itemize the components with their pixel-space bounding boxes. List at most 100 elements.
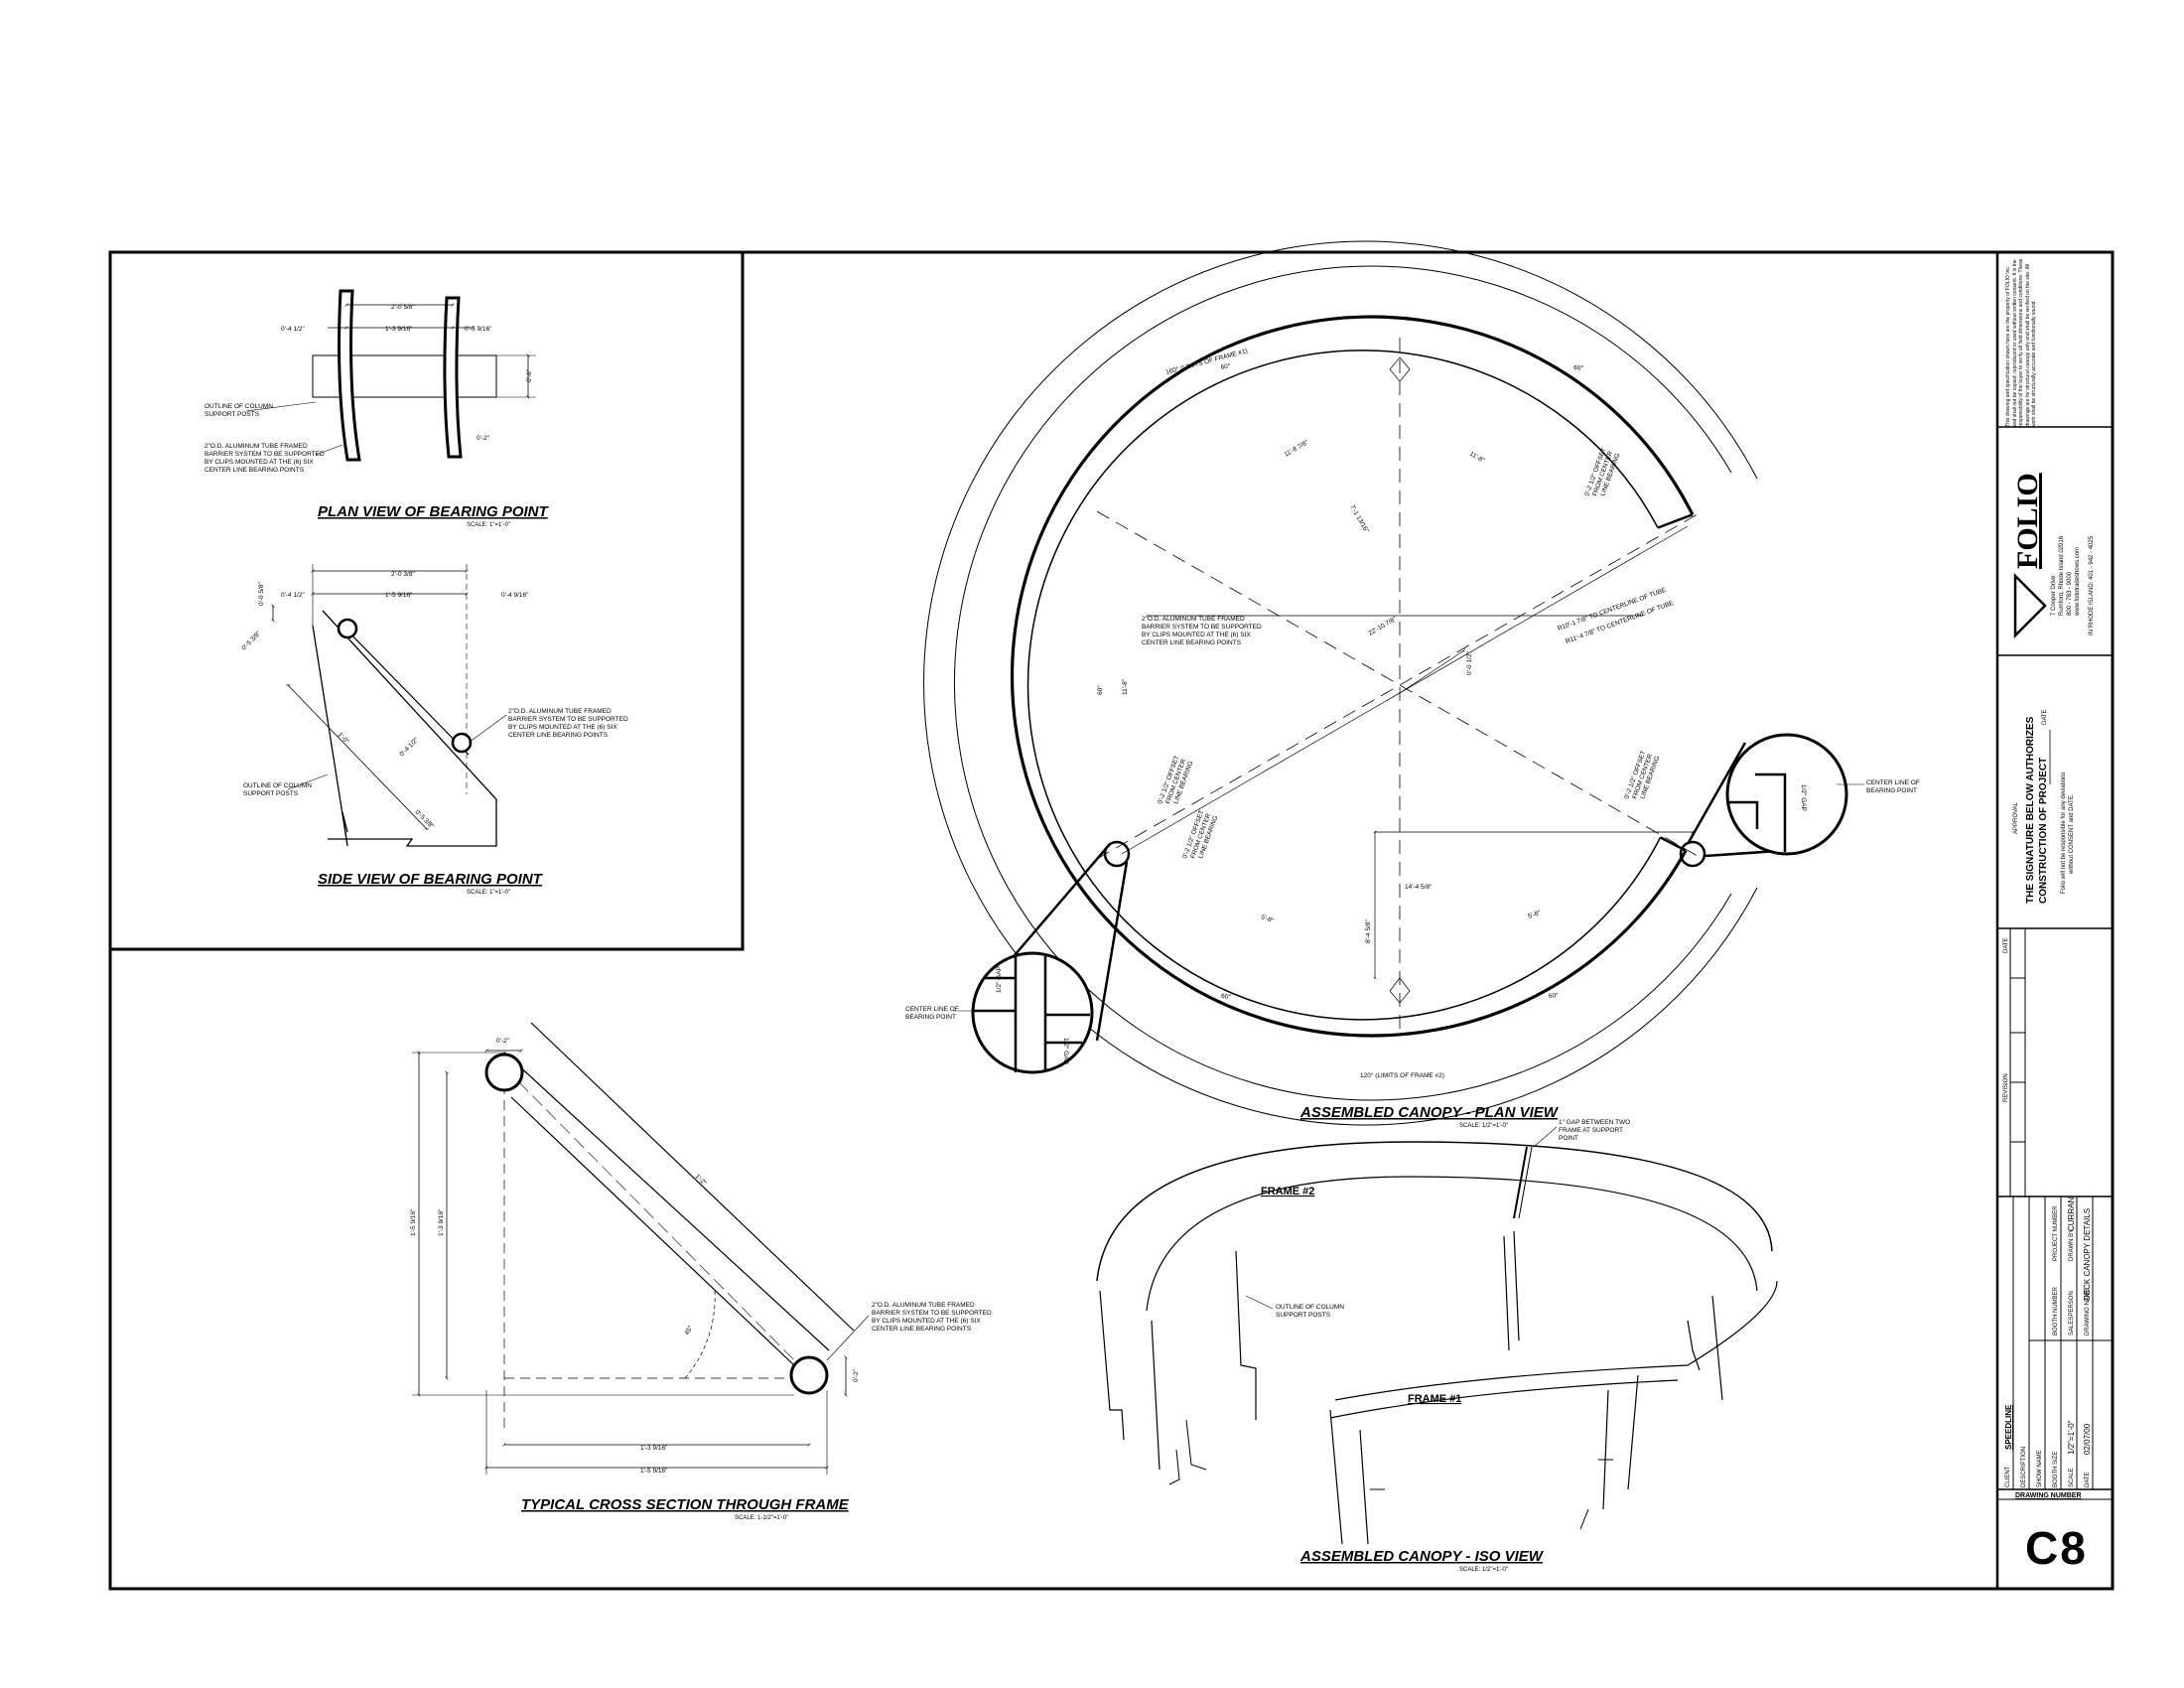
side-dim-left: 0'-4 1/2"	[281, 592, 305, 599]
title-block: This drawing and specification shown her…	[1997, 258, 2113, 1574]
cross-note-tube-l2: BARRIER SYSTEM TO BE SUPPORTED	[872, 1310, 992, 1317]
disclaimer-text: This drawing and specification shown her…	[2005, 258, 2038, 427]
address-line-4: www.foliotradeshows.com	[2075, 547, 2081, 617]
cross-tube-band	[503, 1022, 855, 1366]
plan-dim-1: 11'-8 7/8"	[1284, 439, 1310, 459]
iso-frame2-outer	[1096, 1141, 1773, 1282]
cross-dim-inner-w: 1'-3 9/16"	[640, 1445, 668, 1452]
side-note-tube-l4: CENTER LINE BEARING POINTS	[508, 732, 609, 739]
plan-dim-side: 11'-8"	[1122, 678, 1129, 695]
booth-number-label: BOOTH NUMBER	[2053, 1286, 2059, 1336]
side-note-posts-l2: SUPPORT POSTS	[243, 790, 299, 797]
detail-box-border	[108, 250, 745, 951]
gap-right: 1/2" GAP	[1800, 784, 1807, 811]
cross-tube-top	[484, 1053, 524, 1092]
plan-tube-note-l1: 2"O.D. ALUMINUM TUBE FRAMED	[1142, 616, 1245, 623]
rev-date-label: DATE	[2003, 937, 2009, 953]
assembled-plan-view: 160° (LIMITS OF FRAME #1) 120° (LIMITS O…	[905, 240, 1920, 1129]
assembled-iso-view: 1" GAP BETWEEN TWO FRAME AT SUPPORT POIN…	[1096, 1119, 1778, 1573]
side-note-tube-l1: 2"O.D. ALUMINUM TUBE FRAMED	[508, 708, 612, 715]
plan-angle-60-l: 60°	[1096, 685, 1104, 695]
note-column-posts-l2: SUPPORT POSTS	[205, 411, 260, 418]
side-bearing-scale: SCALE: 1"=1'-0"	[467, 890, 510, 896]
side-dim-center2: 0'-4 1/2"	[398, 736, 420, 758]
gap-left-1: 1/2" GAP	[996, 966, 1003, 993]
approval-label: APPROVAL	[2013, 801, 2019, 834]
iso-frame1-label: FRAME #1	[1408, 1393, 1461, 1405]
cross-dim-inner-h: 1'-3 9/16"	[438, 1208, 445, 1236]
booth-size-label: BOOTH SIZE	[2053, 1452, 2059, 1487]
drawing-number: C8	[2025, 1522, 2088, 1574]
plan-angle-60-br: 60°	[1548, 991, 1559, 1000]
authorize-date-label: DATE	[2042, 709, 2048, 725]
tube-left	[338, 289, 361, 462]
iso-frame2-label: FRAME #2	[1261, 1186, 1314, 1197]
plan-bearing-scale: SCALE: 1"=1'-0"	[467, 522, 510, 528]
drawn-by-value: CURRAN	[2067, 1197, 2076, 1231]
plan-dim-diameter: 22'-10 7/8"	[1368, 616, 1399, 637]
plan-dim-width: 14'-4 5/8"	[1405, 884, 1433, 891]
address-line-3: 800 - 783 - 9000	[2067, 571, 2073, 616]
iso-frame1-front-2	[1329, 1379, 1679, 1419]
scale-value: 1/2"=1'-0"	[2067, 1420, 2076, 1455]
iso-posts-note-l2: SUPPORT POSTS	[1276, 1312, 1331, 1319]
plan-angle-60-tr: 60°	[1573, 363, 1584, 372]
outer-limit-arc-2	[954, 265, 1732, 1101]
plan-tube-note-l3: BY CLIPS MOUNTED AT THE (6) SIX	[1142, 632, 1251, 638]
cross-note-tube-l1: 2"O.D. ALUMINUM TUBE FRAMED	[872, 1302, 975, 1309]
dim-left: 0'-4 1/2"	[281, 326, 305, 333]
plan-dim-2: 11'-8"	[1468, 451, 1486, 465]
tube-right	[443, 296, 463, 459]
plan-angle-60-bl: 60°	[1221, 992, 1232, 1001]
center-line-left-l2: BEARING POINT	[905, 1014, 956, 1021]
note-tube-l1: 2"O.D. ALUMINUM TUBE FRAMED	[205, 443, 308, 450]
date-value: 02/07/00	[2083, 1423, 2092, 1455]
side-bearing-title: SIDE VIEW OF BEARING POINT	[318, 871, 544, 888]
cross-dim-outer-w: 1'-5 9/16"	[640, 1468, 668, 1475]
cross-section-frame: 0'-2" 1'-5 9/16" 1'-3 9/16" 1'-2" 45° 0'…	[410, 1022, 992, 1521]
salesperson-label: SALESPERSON	[2069, 1291, 2075, 1336]
note-tube-l2: BARRIER SYSTEM TO BE SUPPORTED	[205, 451, 325, 458]
cross-dim-angle: 45°	[683, 1324, 695, 1336]
iso-gap-note-l1: 1" GAP BETWEEN TWO	[1559, 1119, 1630, 1126]
cross-tube-bottom	[789, 1355, 829, 1395]
authorize-line-2: CONSTRUCTION OF PROJECT	[2038, 758, 2049, 904]
cross-dim-right: 0'-2"	[853, 1368, 860, 1382]
sheet-border	[108, 250, 2115, 1591]
project-number-label: PROJECT NUMBER	[2053, 1205, 2059, 1261]
plan-tube-note-l2: BARRIER SYSTEM TO BE SUPPORTED	[1142, 624, 1262, 631]
note-tube-l4: CENTER LINE BEARING POINTS	[205, 467, 305, 474]
client-value: SPEEDLINE	[2004, 1404, 2013, 1450]
description-label: DESCRIPTION	[2021, 1447, 2027, 1487]
dim-height: 0'-6"	[526, 368, 533, 382]
dim-right: 0'-5 9/16"	[465, 326, 492, 333]
iso-gap-note-l3: POINT	[1559, 1135, 1578, 1142]
drawn-by-label: DRAWN BY	[2069, 1229, 2075, 1261]
side-dim-right: 0'-4 9/16"	[501, 592, 529, 599]
scale-label: SCALE	[2069, 1468, 2075, 1487]
plan-arc-bottom: 120° (LIMITS OF FRAME #2)	[1360, 1071, 1444, 1079]
plan-bearing-title: PLAN VIEW OF BEARING POINT	[318, 503, 550, 520]
side-dim-overall: 2'-0 3/8"	[391, 571, 415, 578]
plan-dim-depth: 8'-4 5/8"	[1365, 919, 1372, 943]
outer-limit-arc-frame1	[923, 240, 1758, 1126]
authorize-note-1: Folio will not be responsible for any de…	[2061, 773, 2067, 894]
plan-angle-60: 60°	[1220, 361, 1231, 371]
side-dim-end: 0'-5 3/8"	[414, 808, 436, 830]
column-post-outline	[312, 354, 497, 398]
side-note-posts-l1: OUTLINE OF COLUMN	[243, 782, 312, 789]
plan-dim-right: 5'-8"	[1527, 910, 1542, 920]
canopy-ring-outer	[1011, 315, 1695, 1038]
plan-dim-3: 7'-1 13/16"	[1348, 504, 1370, 535]
bearing-detail-left	[971, 951, 1094, 1074]
cross-note-tube-l3: BY CLIPS MOUNTED AT THE (6) SIX	[872, 1318, 981, 1325]
plan-dim-left: 5'-8"	[1260, 914, 1275, 924]
plan-view-scale: SCALE: 1/2"=1'-0"	[1459, 1123, 1508, 1129]
side-dim-diag: 0'-5 3/8"	[240, 630, 262, 651]
authorize-note-2: without CONSENT and DATE.	[2069, 793, 2075, 875]
plan-dim-offset: 0'-0 1/2"	[1466, 651, 1473, 675]
cross-dim-outer-h: 1'-5 9/16"	[410, 1208, 417, 1236]
center-line-right-l2: BEARING POINT	[1866, 787, 1917, 794]
iso-view-scale: SCALE: 1/2"=1'-0"	[1459, 1567, 1508, 1573]
